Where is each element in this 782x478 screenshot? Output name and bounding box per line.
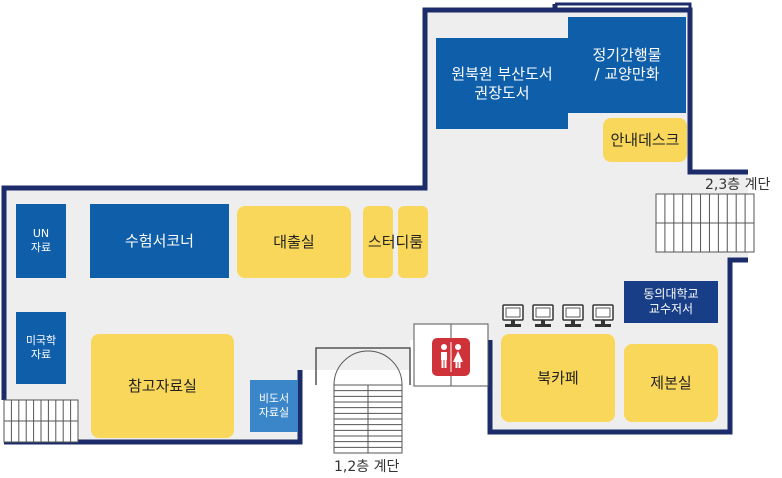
upper-top-wall (555, 2, 692, 10)
study-room-label-wrap: 스터디룸 (363, 206, 428, 278)
reference-room[interactable]: 참고자료실 (91, 334, 234, 438)
faculty-books-label: 동의대학교 교수저서 (643, 287, 699, 316)
un-materials-room[interactable]: UN 자료 (16, 204, 66, 278)
us-materials-room[interactable]: 미국학 자료 (16, 312, 66, 384)
un-materials-label: UN 자료 (30, 227, 52, 254)
computer-icon (592, 304, 614, 327)
non-book-room-label: 비도서 자료실 (258, 392, 290, 419)
wonbuk-collection-room[interactable]: 원북원 부산도서 권장도서 (436, 38, 568, 129)
computer-row (502, 304, 614, 327)
circulation-room[interactable]: 대출실 (237, 206, 351, 278)
book-cafe-label: 북카페 (537, 368, 579, 387)
periodicals-room[interactable]: 정기간행물 / 교양만화 (568, 17, 686, 113)
exam-corner-label: 수험서코너 (124, 231, 194, 250)
study-room-a[interactable] (363, 206, 393, 278)
exam-corner-room[interactable]: 수험서코너 (90, 204, 229, 278)
faculty-books-room[interactable]: 동의대학교 교수저서 (624, 281, 718, 323)
restroom-icon (432, 338, 470, 376)
book-cafe-room[interactable]: 북카페 (501, 334, 615, 422)
study-room-b[interactable] (398, 206, 428, 278)
computer-icon (502, 304, 524, 327)
binding-room[interactable]: 제본실 (624, 344, 718, 422)
outer-wall-south (4, 370, 303, 445)
outer-wall-north (1, 7, 748, 400)
computer-icon (562, 304, 584, 327)
reference-room-label: 참고자료실 (127, 376, 197, 395)
non-book-room[interactable]: 비도서 자료실 (250, 380, 298, 432)
wonbuk-collection-label: 원북원 부산도서 권장도서 (451, 64, 553, 102)
lower-stairs (315, 347, 411, 454)
computer-icon (532, 304, 554, 327)
upper-stairs (655, 193, 755, 253)
info-desk[interactable]: 안내데스크 (603, 118, 687, 162)
west-stairs (3, 399, 79, 443)
us-materials-label: 미국학 자료 (25, 334, 57, 361)
circulation-label: 대출실 (273, 232, 315, 251)
info-desk-label: 안내데스크 (610, 130, 680, 149)
outer-wall (487, 257, 748, 435)
periodicals-label: 정기간행물 / 교양만화 (592, 46, 662, 83)
binding-room-label: 제본실 (650, 373, 692, 392)
lower-stairs-label: 1,2층 계단 (334, 459, 400, 475)
upper-stairs-label: 2,3층 계단 (705, 177, 771, 193)
study-room-label: 스터디룸 (367, 232, 424, 251)
